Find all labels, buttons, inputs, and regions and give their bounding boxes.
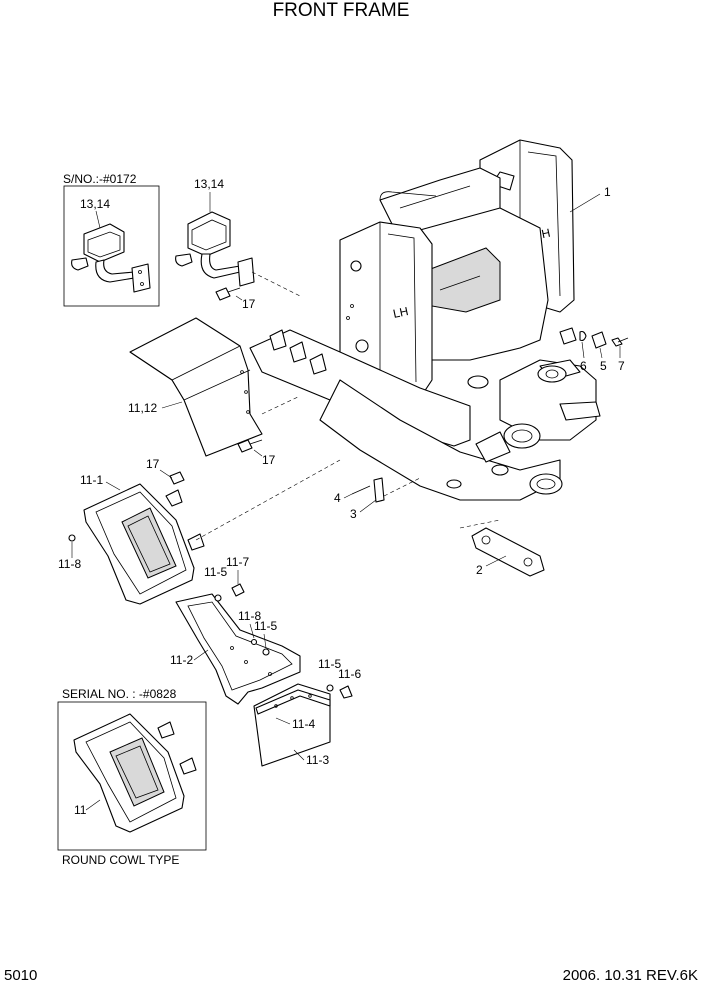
inset-serial-0172-label: S/NO.:-#0172: [63, 172, 137, 186]
callout-3: 3: [350, 507, 357, 521]
bolt-17-upper: 17: [215, 287, 256, 311]
callout-11-4: 11-4: [292, 717, 315, 731]
callout-11-1: 11-1: [80, 473, 103, 487]
page-title: FRONT FRAME: [273, 0, 410, 21]
callout-1: 1: [604, 185, 611, 199]
callout-11-5-b: 11-5: [254, 619, 277, 633]
bolt-17-middle: 17: [237, 439, 276, 467]
page-number: 5010: [4, 967, 37, 984]
callout-13-14: 13,14: [194, 177, 224, 191]
callout-17-upper: 17: [242, 297, 256, 311]
pin-3-4: 4 3: [334, 477, 421, 521]
callout-7: 7: [618, 359, 625, 373]
callout-11-12: 11,12: [128, 401, 157, 415]
callout-4: 4: [334, 491, 341, 505]
callout-5: 5: [600, 359, 607, 373]
cowl-11-1: 11-1 17 11-8: [58, 457, 341, 605]
callout-17-lower: 17: [146, 457, 160, 471]
callout-11-8-mid: 11-8: [238, 609, 261, 623]
callout-11-6: 11-6: [338, 667, 361, 681]
callout-17-middle: 17: [262, 453, 276, 467]
inset-serial-0172: S/NO.:-#0172 13,14: [63, 172, 160, 307]
bracket-11-2: 11-2 11-5 11-7 11-8 11-5: [170, 555, 301, 705]
link-2: 2: [459, 519, 545, 577]
callout-11-5-c: 11-5: [318, 657, 341, 671]
callout-11-3: 11-3: [306, 753, 329, 767]
callout-11-5-a: 11-5: [204, 565, 227, 579]
callout-6: 6: [580, 359, 587, 373]
handrail-13-14: 13,14: [175, 177, 301, 297]
round-cowl-type-label: ROUND COWL TYPE: [62, 853, 179, 867]
frame-mark-lh: LH: [392, 304, 410, 321]
callout-11-2: 11-2: [170, 653, 193, 667]
inset-serial-0828-label: SERIAL NO. : -#0828: [62, 687, 177, 701]
callout-11-round: 11: [74, 803, 87, 817]
front-frame-1: RH LH: [249, 139, 611, 501]
callout-13-14-inset: 13,14: [80, 197, 110, 211]
callout-2: 2: [476, 563, 483, 577]
cowl-11-12: 11,12: [128, 317, 301, 457]
revision-date: 2006. 10.31 REV.6K: [563, 967, 698, 984]
callout-11-8-left: 11-8: [58, 557, 81, 571]
inset-serial-0828: SERIAL NO. : -#0828 11 ROUND COWL TYPE: [57, 687, 207, 867]
callout-11-7: 11-7: [226, 555, 249, 569]
pin-bushing-6-5-7: 6 5 7: [559, 327, 629, 373]
flap-11-3-11-4: 11-4 11-3 11-5 11-6: [253, 657, 361, 767]
